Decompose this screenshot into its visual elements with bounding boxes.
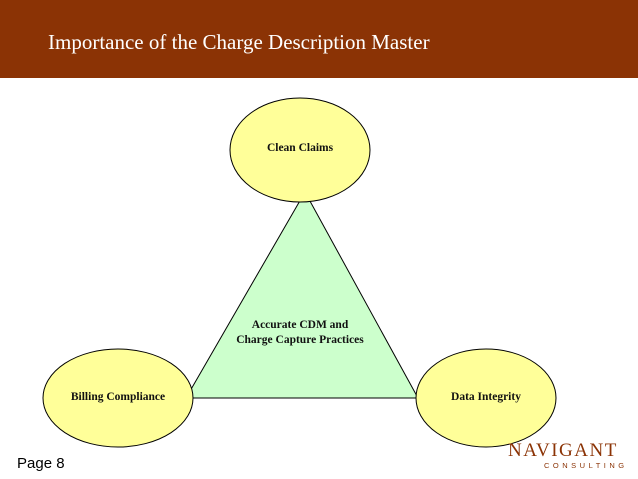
slide-title: Importance of the Charge Description Mas… <box>48 30 430 54</box>
center-triangle <box>185 190 419 399</box>
center-label: Accurate CDM and Charge Capture Practice… <box>215 318 385 348</box>
data-integrity-label: Data Integrity <box>451 391 521 403</box>
clean-claims-ellipse <box>229 97 371 203</box>
data-integrity-ellipse <box>415 348 557 448</box>
center-label-line1: Accurate CDM and <box>251 319 349 331</box>
navigant-logo: NAVIGANT CONSULTING <box>508 440 628 472</box>
center-label-line2: Charge Capture Practices <box>236 334 364 346</box>
billing-compliance-label: Billing Compliance <box>70 391 166 403</box>
billing-compliance-ellipse <box>42 348 194 448</box>
title-bar: Importance of the Charge Description Mas… <box>0 0 638 78</box>
logo-wordmark: NAVIGANT <box>508 440 618 461</box>
logo-subtitle: CONSULTING <box>544 461 628 470</box>
clean-claims-label: Clean Claims <box>266 142 334 154</box>
page-number: Page 8 <box>17 455 65 472</box>
